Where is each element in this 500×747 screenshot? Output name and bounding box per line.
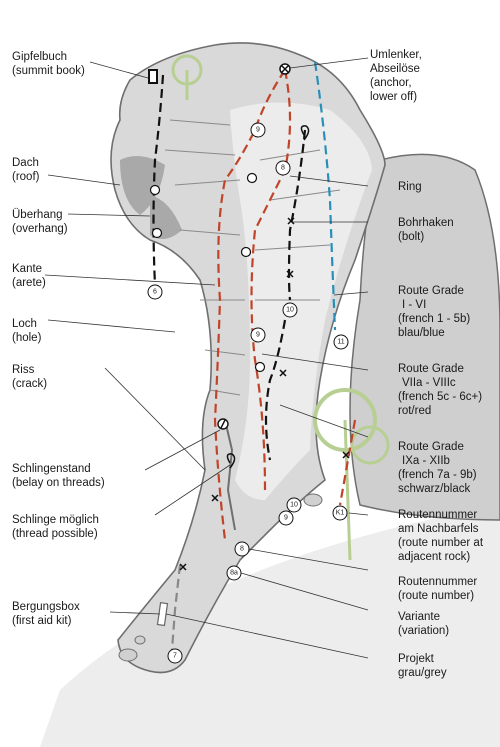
- ring-icon: [151, 227, 163, 239]
- label-ring: Ring: [398, 181, 422, 193]
- leader-lines: [44, 57, 369, 659]
- label-gipfelbuch: Gipfelbuch(summit book): [12, 51, 85, 77]
- svg-text:9: 9: [284, 515, 288, 522]
- rock-texture: [164, 119, 341, 396]
- route-number: 8a: [226, 565, 242, 581]
- boulder: [118, 648, 138, 662]
- route-grey-7: [170, 564, 182, 651]
- anchor-icon: [279, 63, 291, 75]
- thread-icon: [300, 125, 310, 141]
- label-routennummer: Routennummer(route number): [398, 576, 478, 602]
- ring-icon: [240, 246, 252, 258]
- label-kante: Kante(arete): [12, 263, 46, 289]
- boulder: [303, 493, 323, 507]
- ring-icon: [246, 172, 258, 184]
- crack: [224, 419, 236, 531]
- tree-summit: [171, 54, 203, 100]
- ring-icon: [254, 361, 266, 373]
- svg-text:9: 9: [256, 332, 260, 339]
- route-number: 10: [282, 302, 298, 318]
- svg-text:K1: K1: [336, 510, 345, 517]
- label-bohrhaken: Bohrhaken(bolt): [398, 217, 454, 243]
- thread-icon: [226, 453, 236, 469]
- label-dach: Dach(roof): [12, 157, 40, 183]
- svg-text:7: 7: [173, 653, 177, 660]
- boulder: [134, 635, 146, 645]
- label-ueberhang: Überhang(overhang): [12, 209, 68, 235]
- route-number: 9: [250, 327, 266, 343]
- svg-text:8a: 8a: [230, 570, 238, 577]
- route-red-k1: [338, 419, 357, 506]
- svg-text:11: 11: [337, 339, 344, 346]
- route-blue-11: [313, 61, 337, 331]
- belay-on-threads-icon: [217, 418, 229, 430]
- route-black-10: [264, 129, 307, 461]
- ring-icon: [149, 184, 161, 196]
- svg-text:8: 8: [240, 546, 244, 553]
- svg-text:8: 8: [281, 165, 285, 172]
- roof-shadow: [120, 156, 165, 215]
- label-riss: Riss(crack): [12, 364, 48, 390]
- label-umlenker: Umlenker,Abseilöse(anchor,lower off): [370, 49, 422, 103]
- route-number: 8: [275, 160, 291, 176]
- tree-base: [313, 388, 390, 561]
- ground-shadow: [40, 505, 500, 747]
- route-number: 9: [250, 122, 266, 138]
- label-bergungsbox: Bergungsbox(first aid kit): [12, 601, 80, 627]
- route-number: 9: [278, 510, 294, 526]
- route-red-8: [250, 69, 292, 491]
- label-loch: Loch(hole): [12, 318, 42, 344]
- bolt-icon: [179, 217, 350, 571]
- summit-book-icon: [148, 69, 158, 84]
- route-number: 8: [234, 541, 250, 557]
- label-schlinge: Schlinge möglich(thread possible): [12, 514, 99, 540]
- route-number: 7: [167, 648, 183, 664]
- svg-text:9: 9: [256, 127, 260, 134]
- route-number: 11: [333, 334, 349, 350]
- rock-face-light: [230, 102, 372, 500]
- route-black-6: [152, 74, 165, 286]
- svg-text:10: 10: [290, 502, 298, 509]
- label-variante: Variante(variation): [398, 611, 450, 637]
- svg-text:6: 6: [153, 289, 157, 296]
- adjacent-rock: [349, 153, 500, 521]
- route-number: K1: [332, 505, 348, 521]
- route-number: 6: [147, 284, 163, 300]
- svg-text:10: 10: [286, 307, 294, 314]
- label-schlingenstand: Schlingenstand(belay on threads): [12, 463, 105, 489]
- route-number: 10: [286, 497, 302, 513]
